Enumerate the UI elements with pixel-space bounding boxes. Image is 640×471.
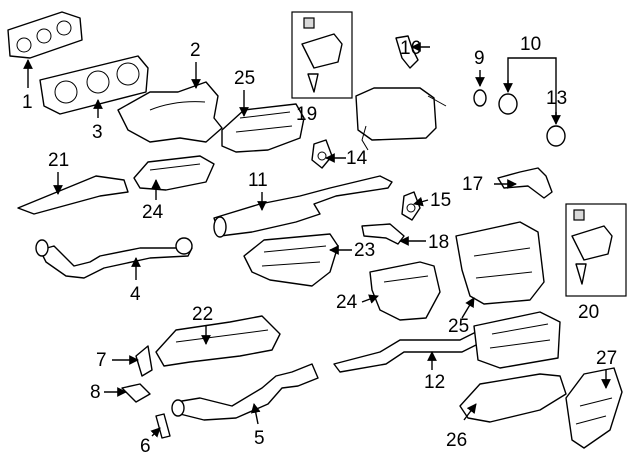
callout-1: 1: [22, 92, 33, 113]
hanger-15: [401, 191, 421, 221]
callout-22: 22: [192, 304, 213, 325]
callout-7: 7: [96, 350, 107, 371]
callout-12: 12: [424, 372, 445, 393]
gasket-9: [473, 89, 487, 107]
callout-8: 8: [90, 382, 101, 403]
heat-insulator-lower: [155, 315, 281, 367]
callout-6: 6: [140, 436, 151, 457]
callout-5: 5: [254, 428, 265, 449]
callout-19: 19: [296, 104, 317, 125]
heat-shield-center: [133, 155, 215, 191]
main-muffler: [355, 87, 447, 151]
callout-10: 10: [520, 34, 541, 55]
callout-13: 13: [546, 88, 567, 109]
callout-27: 27: [596, 348, 617, 369]
manifold-gasket: [7, 11, 83, 59]
callout-17: 17: [462, 174, 483, 195]
callout-2: 2: [190, 40, 201, 61]
callout-3: 3: [92, 122, 103, 143]
bracket-8: [121, 383, 151, 403]
heat-shield-floor-center: [369, 261, 441, 321]
heat-shield-rear: [455, 221, 545, 305]
callout-18: 18: [428, 232, 449, 253]
exhaust-manifold-flange: [39, 55, 149, 115]
callout-24-upper: 24: [142, 202, 164, 223]
heat-shield-floor-front: [243, 233, 339, 287]
detail-box-20: [565, 203, 627, 297]
tail-pipe-assembly: [333, 311, 561, 373]
exhaust-manifold: [117, 81, 223, 143]
center-exhaust-pipe: [213, 175, 393, 238]
manifold-heat-shield: [221, 103, 305, 153]
box20-contents: [571, 209, 613, 285]
detail-box-19: [291, 11, 353, 99]
front-exhaust-pipe: [35, 237, 193, 279]
callout-20: 20: [578, 302, 599, 323]
lower-exhaust-pipe: [171, 363, 319, 421]
stud-6: [155, 413, 171, 439]
callout-25-lower: 25: [448, 316, 469, 337]
callout-4: 4: [130, 284, 141, 305]
clamp-10-parts: [498, 93, 566, 147]
callout-21: 21: [48, 150, 69, 171]
callout-15: 15: [430, 190, 451, 211]
muffler-heat-shield: [459, 373, 567, 423]
callout-9: 9: [474, 48, 485, 69]
heat-insulator-front: [17, 175, 129, 215]
callout-26: 26: [446, 430, 467, 451]
hanger-14: [311, 139, 333, 169]
box19-contents: [301, 17, 343, 93]
leader-lines: [23, 42, 611, 438]
hanger-18: [361, 223, 405, 245]
callout-11: 11: [248, 170, 268, 191]
hanger-16: [395, 35, 419, 69]
tail-heat-shield: [565, 367, 623, 449]
callout-25-upper: 25: [234, 68, 255, 89]
bracket-7: [135, 345, 153, 377]
callout-24-lower: 24: [336, 292, 358, 313]
hanger-17: [497, 167, 553, 199]
callout-14: 14: [346, 148, 368, 169]
callout-16: 16: [400, 38, 421, 59]
callout-23: 23: [354, 240, 375, 261]
